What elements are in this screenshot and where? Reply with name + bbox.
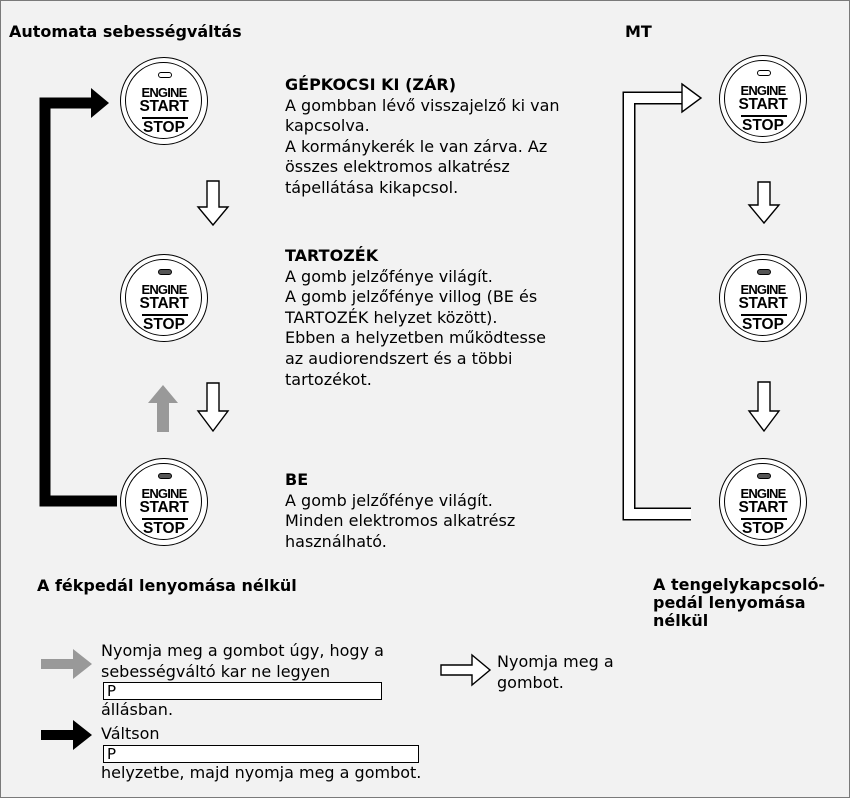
black-return-arrowhead: [91, 88, 109, 118]
button-stop-text: STOP: [742, 316, 784, 333]
mode-text-line: tápellátása kikapcsol.: [285, 177, 459, 197]
engine-start-stop-button: ENGINE START STOP: [719, 458, 807, 546]
mode-text-line: az audiorendszert és a többi: [285, 348, 513, 368]
mode-text-line: A gomb jelzőfénye világít.: [285, 266, 493, 286]
down-arrow-mt-2: [747, 381, 781, 433]
legend-line: Váltson: [101, 724, 160, 743]
legend-white-arrow-text: Nyomja meg a gombot.: [497, 652, 614, 693]
button-engine-text: ENGINE: [141, 486, 187, 501]
legend-line: Nyomja meg a gombot úgy, hogy a: [101, 641, 384, 660]
mode-text-line: TARTOZÉK helyzet között).: [285, 307, 498, 327]
button-start-text: START: [738, 96, 788, 113]
automatic-heading: Automata sebességváltás: [9, 22, 242, 41]
button-engine-text: ENGINE: [141, 282, 187, 297]
mt-white-return-arrowhead: [681, 82, 703, 114]
button-stop-text: STOP: [742, 520, 784, 537]
indicator-light-on: [757, 269, 771, 275]
gear-p-badge: P: [103, 744, 420, 763]
mode-text-line: A gomb jelzőfénye villog (BE és: [285, 287, 538, 307]
caption-line: nélkül: [653, 611, 709, 630]
mode-text-line: A gombban lévő visszajelző ki van: [285, 95, 560, 115]
engine-start-stop-button: ENGINE START STOP: [719, 55, 807, 143]
caption-line: pedál lenyomása: [653, 593, 806, 612]
button-start-text: START: [139, 98, 189, 115]
button-start-text: START: [738, 295, 788, 312]
mode-title: BE: [285, 470, 309, 489]
button-stop-text: STOP: [742, 117, 784, 134]
mode-text-line: A gomb jelzőfénye világít.: [285, 490, 493, 510]
engine-start-stop-button: ENGINE START STOP: [719, 254, 807, 342]
legend-line: gombot.: [497, 672, 564, 692]
caption-line: A tengelykapcsoló-: [653, 575, 826, 594]
manual-heading: MT: [625, 22, 652, 41]
mode-title: TARTOZÉK: [285, 246, 379, 265]
button-stop-text: STOP: [143, 119, 185, 136]
mode-description-off: GÉPKOCSI KI (ZÁR) A gombban lévő visszaj…: [285, 75, 560, 199]
mode-text-line: Ebben a helyzetben működtesse: [285, 328, 547, 348]
mode-text-line: Minden elektromos alkatrész: [285, 511, 516, 531]
manual-caption: A tengelykapcsoló- pedál lenyomása nélkü…: [653, 576, 825, 630]
mode-text-line: kapcsolva.: [285, 116, 370, 136]
caption-line: A fékpedál lenyomása nélkül: [37, 576, 297, 595]
indicator-light-off: [158, 72, 172, 78]
button-engine-text: ENGINE: [740, 83, 786, 98]
mode-text-line: összes elektromos alkatrész: [285, 157, 510, 177]
indicator-light-off: [757, 70, 771, 76]
button-engine-text: ENGINE: [141, 85, 187, 100]
down-arrow-mt-1: [747, 181, 781, 225]
legend-black-arrow-text: Váltson P helyzetbe, majd nyomja meg a g…: [101, 724, 421, 783]
engine-start-stop-button: ENGINE START STOP: [120, 458, 208, 546]
legend-line: helyzetbe, majd nyomja meg a gombot.: [101, 762, 422, 782]
button-start-text: START: [139, 499, 189, 516]
legend-line: sebességváltó kar ne legyen: [101, 661, 331, 681]
button-engine-text: ENGINE: [740, 282, 786, 297]
button-stop-text: STOP: [143, 316, 185, 333]
button-start-text: START: [738, 499, 788, 516]
mode-description-accessory: TARTOZÉK A gomb jelzőfénye világít. A go…: [285, 246, 546, 390]
button-stop-text: STOP: [143, 520, 185, 537]
indicator-light-on: [757, 473, 771, 479]
mode-text-line: tartozékot.: [285, 369, 372, 389]
indicator-light-on: [158, 473, 172, 479]
legend-gray-arrow-text: Nyomja meg a gombot úgy, hogy a sebesség…: [101, 641, 384, 721]
mode-text-line: használható.: [285, 531, 387, 551]
button-engine-text: ENGINE: [740, 486, 786, 501]
legend-white-arrow-icon: [440, 653, 492, 687]
mode-title: GÉPKOCSI KI (ZÁR): [285, 75, 457, 94]
legend-black-arrow-icon: [41, 720, 92, 750]
mode-text-line: A kormánykerék le van zárva. Az: [285, 136, 548, 156]
down-arrow-auto-1: [196, 180, 230, 227]
engine-start-stop-button: ENGINE START STOP: [120, 57, 208, 145]
down-arrow-auto-2: [196, 382, 230, 433]
button-start-text: START: [139, 295, 189, 312]
legend-gray-arrow-icon: [41, 649, 92, 679]
legend-line: Nyomja meg a: [497, 652, 614, 671]
mt-white-return-arrow: [622, 91, 691, 521]
black-return-arrow: [39, 97, 117, 507]
automatic-caption: A fékpedál lenyomása nélkül: [37, 577, 297, 595]
gear-p-badge: P: [103, 682, 382, 701]
mode-description-on: BE A gomb jelzőfénye világít. Minden ele…: [285, 470, 515, 552]
legend-line: állásban.: [101, 700, 174, 720]
up-arrow-auto: [148, 385, 178, 432]
engine-start-stop-button: ENGINE START STOP: [120, 254, 208, 342]
indicator-light-on: [158, 269, 172, 275]
